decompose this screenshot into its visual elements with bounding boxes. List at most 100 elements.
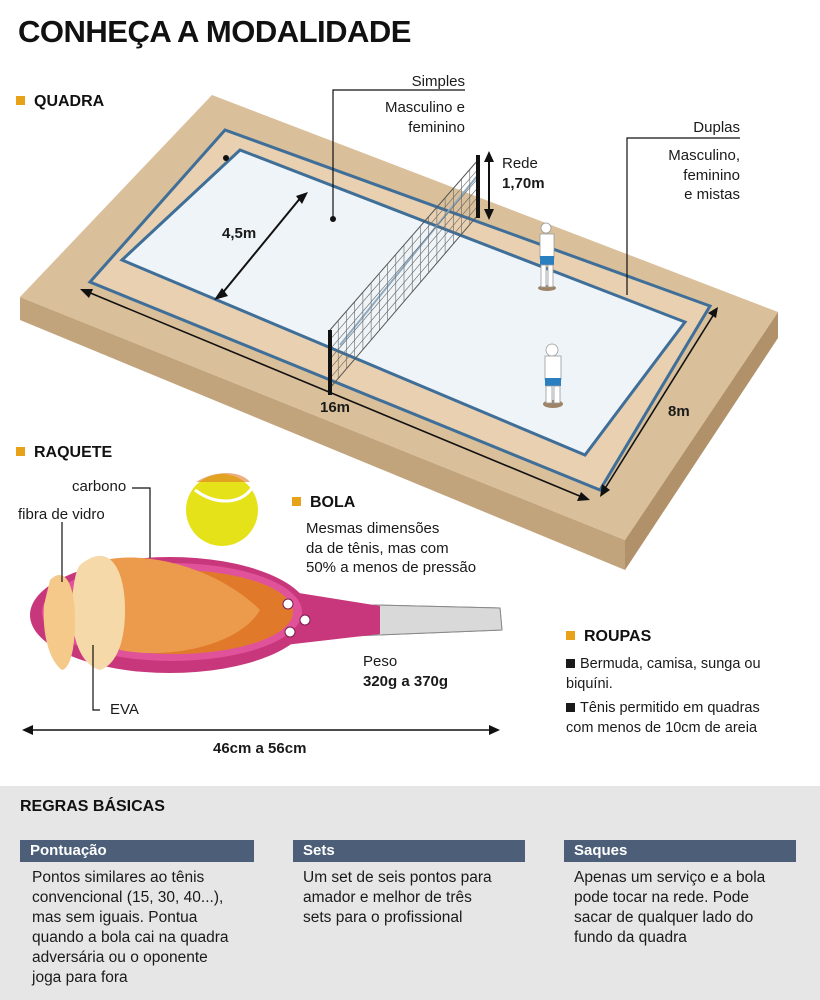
arrow-head: [489, 725, 500, 735]
roupas-heading: ROUPAS: [566, 628, 651, 646]
peso-label: Peso: [363, 653, 398, 670]
bola-heading: BOLA: [292, 494, 355, 512]
simples-desc-2: feminino: [408, 119, 465, 136]
racket-throat: [280, 590, 380, 645]
arrow-head: [484, 151, 494, 162]
rule-card-saques: Saques Apenas um serviço e a bola pode t…: [564, 840, 796, 948]
duplas-desc-1: Masculino,: [668, 147, 740, 164]
carbono-leader: [132, 487, 151, 558]
rule-card-body: Apenas um serviço e a bola pode tocar na…: [564, 862, 796, 948]
duplas-leader: [626, 137, 740, 295]
roupas-item-1: Bermuda, camisa, sunga ou: [566, 654, 761, 674]
raquete-heading-text: RAQUETE: [34, 444, 113, 461]
rule-line: Um set de seis pontos para: [303, 869, 492, 886]
roupas-heading-text: ROUPAS: [584, 628, 652, 645]
racket-eva-layer: [43, 574, 75, 670]
duplas-desc-3: e mistas: [684, 186, 740, 203]
width-arrow: [219, 195, 303, 297]
length-label: 16m: [320, 399, 351, 416]
rule-line: adversária ou o oponente: [32, 949, 208, 966]
rules-panel: [0, 786, 820, 1000]
rule-line: fundo da quadra: [574, 929, 687, 946]
carbono-label: carbono: [72, 478, 127, 495]
ball-seam: [194, 487, 254, 503]
side-label: 8m: [668, 403, 690, 420]
racket-hole: [282, 598, 294, 610]
doubles-dot: [223, 155, 229, 161]
rule-card-body: Pontos similares ao tênis convencional (…: [20, 862, 254, 988]
rule-line: pode tocar na rede. Pode: [574, 889, 749, 906]
raquete-heading: RAQUETE: [16, 444, 112, 462]
rede-height: 1,70m: [502, 175, 545, 192]
arrow-head: [214, 288, 228, 300]
rule-line: quando a bola cai na quadra: [32, 929, 229, 946]
rule-card-body: Um set de seis pontos para amador e melh…: [293, 862, 525, 928]
rule-line: Apenas um serviço e a bola: [574, 869, 766, 886]
rule-card-title: Saques: [564, 840, 796, 862]
rule-line: sets para o profissional: [303, 909, 463, 926]
racket-hole: [284, 626, 296, 638]
accent-square: [566, 631, 575, 640]
bola-desc-2: da de tênis, mas com: [306, 540, 449, 557]
arrow-head: [22, 725, 33, 735]
racket-illustration: [22, 473, 503, 735]
racket-fiberglass-layer: [71, 555, 125, 670]
arrow-head: [600, 484, 610, 497]
fibra-label: fibra de vidro: [18, 506, 105, 523]
roupas-item-2: Tênis permitido em quadras: [566, 698, 760, 718]
bullet-icon: [566, 703, 575, 712]
arrow-head: [577, 492, 590, 501]
bola-desc-1: Mesmas dimensões: [306, 520, 440, 537]
peso-value: 320g a 370g: [363, 673, 449, 690]
ball: [186, 474, 258, 546]
roupas-item-1-line-1: Bermuda, camisa, sunga ou: [580, 656, 761, 672]
bola-desc-3: 50% a menos de pressão: [306, 559, 477, 576]
rules-heading: REGRAS BÁSICAS: [20, 798, 165, 815]
side-arrow: [603, 313, 715, 491]
accent-square: [16, 447, 25, 456]
rule-line: Pontos similares ao tênis: [32, 869, 205, 886]
racket-grip: [374, 604, 503, 636]
length-arrow: [87, 291, 583, 498]
arrow-head: [296, 192, 308, 204]
bullet-icon: [566, 659, 575, 668]
simples-desc-1: Masculino e: [384, 99, 465, 116]
accent-square: [292, 497, 301, 506]
rule-line: amador e melhor de três: [303, 889, 472, 906]
roupas-item-2-line-1: Tênis permitido em quadras: [580, 700, 760, 716]
rule-line: convencional (15, 30, 40...),: [32, 889, 224, 906]
eva-leader: [92, 645, 100, 711]
arrow-head: [80, 289, 93, 298]
width-label: 4,5m: [222, 225, 257, 242]
player-front: [543, 343, 563, 408]
arrow-head: [708, 307, 718, 318]
rule-card-pontuacao: Pontuação Pontos similares ao tênis conv…: [20, 840, 254, 988]
ball-shading: [196, 473, 250, 482]
bola-heading-text: BOLA: [310, 494, 356, 511]
page-title: CONHEÇA A MODALIDADE: [18, 14, 412, 49]
rule-line: mas sem iguais. Pontua: [32, 909, 198, 926]
rule-card-sets: Sets Um set de seis pontos para amador e…: [293, 840, 525, 928]
player-back: [538, 222, 556, 291]
rule-line: sacar de qualquer lado do: [574, 909, 754, 926]
quadra-heading-text: QUADRA: [34, 93, 105, 110]
racket-hole: [299, 614, 311, 626]
court-illustration: [20, 89, 778, 570]
sand-side-front: [20, 297, 625, 570]
arrow-head: [484, 209, 494, 220]
rule-card-title: Sets: [293, 840, 525, 862]
racket-size-label: 46cm a 56cm: [213, 740, 307, 757]
racket-carbon-highlight: [100, 557, 260, 654]
eva-label: EVA: [110, 701, 139, 718]
rule-card-title: Pontuação: [20, 840, 254, 862]
rede-label: Rede: [502, 155, 538, 172]
simples-leader: [332, 89, 465, 218]
duplas-label: Duplas: [693, 119, 740, 136]
simples-dot: [330, 216, 336, 222]
accent-square: [16, 96, 25, 105]
quadra-heading: QUADRA: [16, 93, 104, 111]
roupas-item-1-line-2: biquíni.: [566, 676, 613, 692]
rule-line: joga para fora: [32, 969, 128, 986]
duplas-desc-2: feminino: [683, 167, 740, 184]
simples-label: Simples: [411, 73, 465, 90]
